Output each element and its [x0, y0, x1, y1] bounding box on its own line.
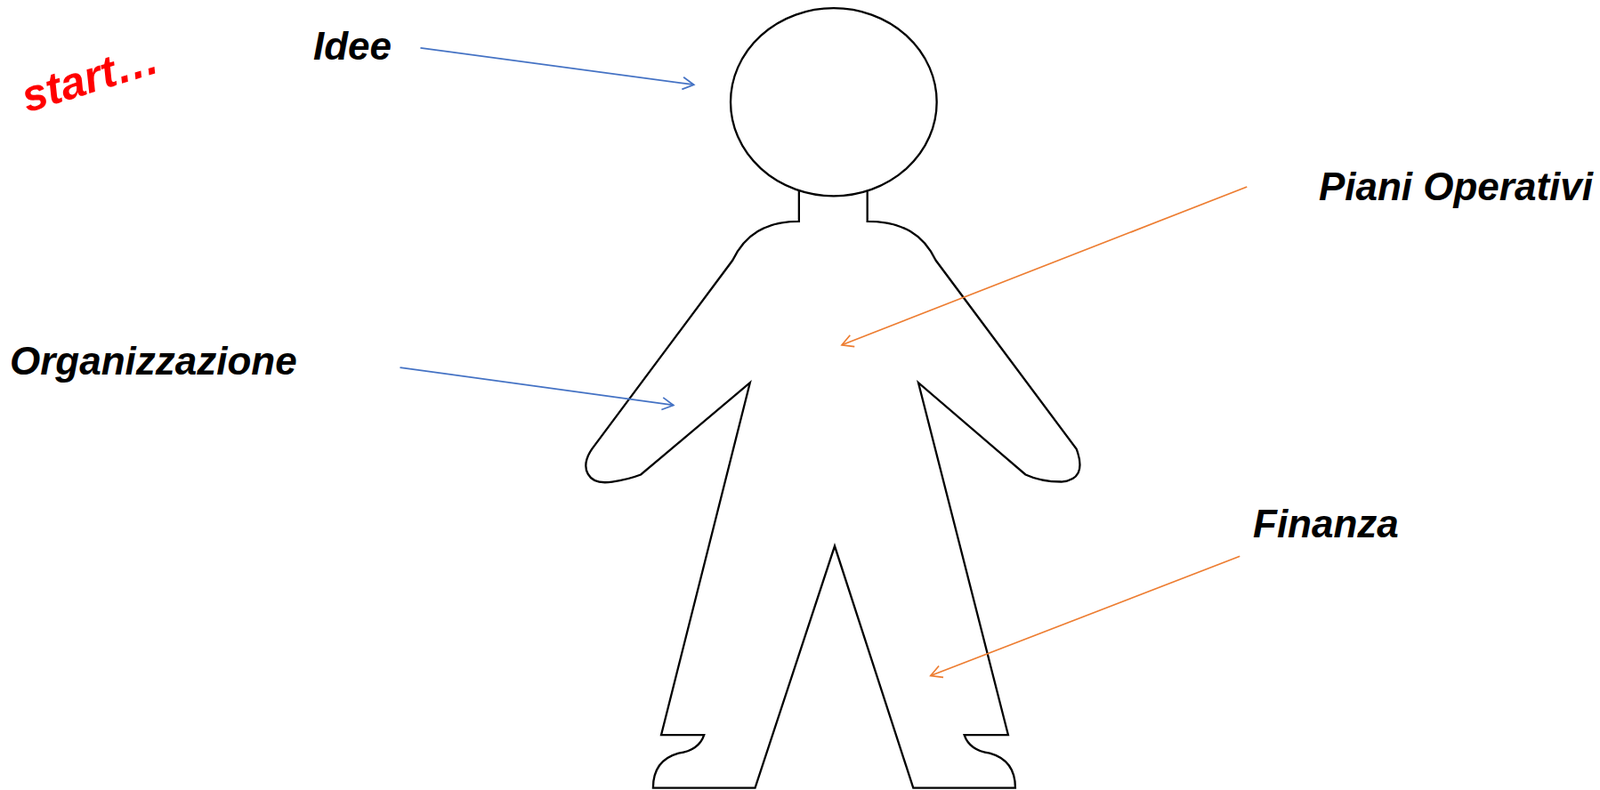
- leader-line: [930, 556, 1240, 676]
- part-label: Finanza: [1252, 504, 1399, 544]
- leader-line: [841, 186, 1247, 346]
- part-label: Idee: [313, 26, 392, 66]
- head-outline: [730, 8, 938, 196]
- leader-line: [400, 367, 674, 405]
- body-outline: [586, 189, 1081, 788]
- leader-line: [420, 48, 694, 85]
- intro-note: start…: [16, 35, 164, 120]
- part-label: Piani Operativi: [1318, 167, 1593, 207]
- part-label: Organizzazione: [9, 341, 298, 381]
